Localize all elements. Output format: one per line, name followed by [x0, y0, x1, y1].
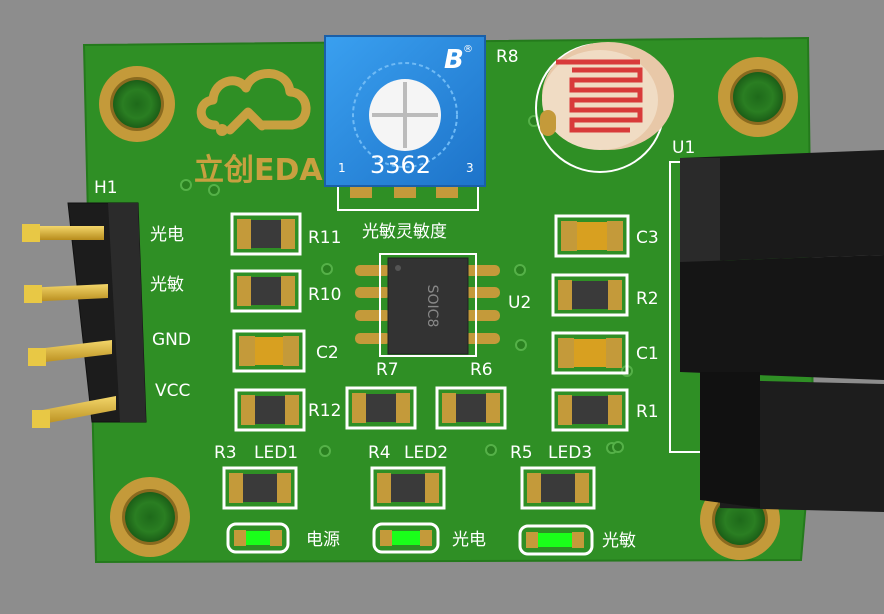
potentiometer-r8: B ® 3362 1 3 R8 光敏灵敏度	[324, 35, 519, 242]
pot-ref-label: R8	[496, 47, 519, 67]
header-pin-2-label: 光敏	[150, 275, 184, 295]
header-pin-4-label: VCC	[155, 381, 190, 401]
cloud-logo-icon	[196, 69, 311, 136]
capacitor-c3: C3	[554, 214, 659, 258]
resistor-r6: R6	[435, 360, 507, 430]
led-1-label: 电源	[306, 530, 340, 550]
resistor-r11: R11	[230, 212, 341, 256]
mounting-hole-top-left	[99, 66, 175, 142]
pot-registered-mark: ®	[463, 44, 473, 55]
resistor-r7: R7	[345, 360, 417, 430]
lceda-logo: 立创EDA	[194, 69, 323, 188]
photoresistor	[535, 42, 674, 173]
resistor-r2-label: R2	[636, 289, 659, 309]
led-2-ref-label: LED2	[404, 443, 448, 463]
resistor-r3: R3	[214, 443, 298, 510]
capacitor-c1-label: C1	[636, 344, 659, 364]
capacitor-c2: C2	[232, 329, 339, 373]
led-3-ref-label: LED3	[548, 443, 592, 463]
resistor-r4-label: R4	[368, 443, 391, 463]
led-3-label: 光敏	[602, 531, 636, 551]
resistor-r4: R4	[368, 443, 446, 510]
capacitor-c2-label: C2	[316, 343, 339, 363]
resistor-r2: R2	[551, 273, 659, 317]
pot-code: 3362	[370, 151, 431, 179]
resistor-r6-label: R6	[470, 360, 493, 380]
resistor-r12: R12	[234, 388, 341, 432]
header-pin-3-label: GND	[152, 330, 191, 350]
pot-pin3-label: 3	[466, 161, 474, 175]
led-2: LED2 光电	[372, 443, 486, 554]
ic-ref-label: U2	[508, 293, 531, 313]
header-pin-1-label: 光电	[150, 225, 184, 245]
resistor-r1: R1	[551, 388, 659, 432]
led-1-ref-label: LED1	[254, 443, 298, 463]
slot-sensor-u1: U1	[669, 138, 884, 512]
resistor-r7-label: R7	[376, 360, 399, 380]
pot-pin1-label: 1	[338, 161, 346, 175]
pin-header-h1: H1 光电 光敏 GND VCC	[22, 178, 191, 428]
resistor-r3-label: R3	[214, 443, 237, 463]
led-3: LED3 光敏	[518, 443, 636, 556]
led-2-label: 光电	[452, 530, 486, 550]
pot-caption: 光敏灵敏度	[362, 222, 447, 242]
led-1: LED1 电源	[226, 443, 340, 554]
header-ref-label: H1	[94, 178, 118, 198]
pot-brand: B	[444, 45, 464, 75]
resistor-r5: R5	[510, 443, 596, 510]
mounting-hole-top-right	[718, 57, 798, 137]
ic-package-label: SOIC8	[424, 285, 440, 328]
resistor-r12-label: R12	[308, 401, 341, 421]
logo-text: 立创EDA	[194, 153, 323, 188]
resistor-r10: R10	[230, 269, 341, 313]
capacitor-c3-label: C3	[636, 228, 659, 248]
resistor-r10-label: R10	[308, 285, 341, 305]
ic-u2-soic8: SOIC8 U2	[355, 253, 531, 357]
vias	[180, 115, 633, 457]
mounting-hole-bottom-left	[110, 477, 190, 557]
capacitor-c1: C1	[551, 331, 659, 375]
header-pins	[22, 224, 116, 428]
resistor-r5-label: R5	[510, 443, 533, 463]
resistor-r11-label: R11	[308, 228, 341, 248]
resistor-r1-label: R1	[636, 402, 659, 422]
sensor-ref-label: U1	[672, 138, 695, 158]
